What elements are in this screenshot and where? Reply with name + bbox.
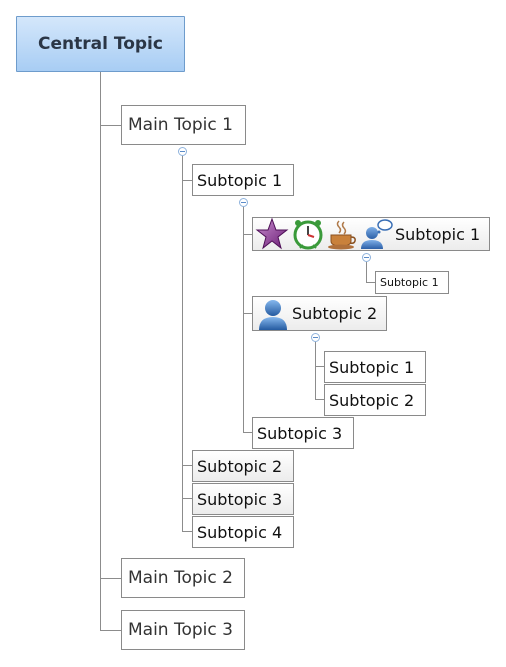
subtopic-2-with-icon[interactable]: Subtopic 2 xyxy=(252,296,387,331)
main-topic-label: Main Topic 1 xyxy=(128,115,233,135)
subtopic-label: Subtopic 3 xyxy=(197,489,283,509)
main-topic-2[interactable]: Main Topic 2 xyxy=(121,558,245,598)
main-topic-label: Main Topic 2 xyxy=(128,568,233,588)
connector-line xyxy=(182,531,192,532)
subtopic-label: Subtopic 2 xyxy=(197,456,283,476)
main-topic-1[interactable]: Main Topic 1 xyxy=(121,105,246,145)
subtopic-1-with-icons[interactable]: Subtopic 1 xyxy=(252,217,490,251)
collapse-toggle[interactable] xyxy=(239,198,248,207)
alarm-clock-icon xyxy=(291,217,323,251)
collapse-toggle[interactable] xyxy=(362,253,371,262)
subtopic-3[interactable]: Subtopic 3 xyxy=(252,417,354,449)
connector-line xyxy=(315,399,324,400)
subtopic-1[interactable]: Subtopic 1 xyxy=(192,164,294,196)
connector-line xyxy=(315,342,316,399)
subtopic-3[interactable]: Subtopic 3 xyxy=(192,483,294,515)
collapse-toggle[interactable] xyxy=(178,147,187,156)
person-icon xyxy=(256,297,288,331)
subtopic-1-small[interactable]: Subtopic 1 xyxy=(375,271,449,294)
subtopic-4[interactable]: Subtopic 4 xyxy=(192,516,294,548)
connector-line xyxy=(100,125,121,126)
connector-line xyxy=(366,262,367,282)
coffee-cup-icon xyxy=(325,217,357,251)
connector-line xyxy=(182,465,192,466)
central-topic[interactable]: Central Topic xyxy=(16,16,185,72)
connector-line xyxy=(100,72,101,630)
subtopic-label: Subtopic 2 xyxy=(292,304,378,323)
subtopic-label: Subtopic 3 xyxy=(257,423,343,443)
main-topic-3[interactable]: Main Topic 3 xyxy=(121,610,245,650)
person-thinking-icon xyxy=(359,217,393,251)
connector-line xyxy=(243,432,252,433)
connector-line xyxy=(182,180,192,181)
subtopic-2[interactable]: Subtopic 2 xyxy=(192,450,294,482)
subtopic-label: Subtopic 1 xyxy=(197,170,283,190)
central-topic-label: Central Topic xyxy=(38,34,163,54)
subtopic-2[interactable]: Subtopic 2 xyxy=(324,384,426,416)
connector-line xyxy=(243,313,252,314)
connector-line xyxy=(182,156,183,531)
connector-line xyxy=(100,630,121,631)
connector-line xyxy=(182,498,192,499)
connector-line xyxy=(243,206,244,432)
subtopic-1[interactable]: Subtopic 1 xyxy=(324,351,426,383)
connector-line xyxy=(243,234,252,235)
main-topic-label: Main Topic 3 xyxy=(128,620,233,640)
subtopic-label: Subtopic 2 xyxy=(329,390,415,410)
connector-line xyxy=(366,282,375,283)
collapse-toggle[interactable] xyxy=(311,333,320,342)
subtopic-label: Subtopic 1 xyxy=(380,276,439,289)
subtopic-label: Subtopic 1 xyxy=(395,224,481,244)
subtopic-label: Subtopic 1 xyxy=(329,357,415,377)
connector-line xyxy=(315,366,324,367)
connector-line xyxy=(100,578,121,579)
subtopic-label: Subtopic 4 xyxy=(197,522,283,542)
star-icon xyxy=(255,217,289,251)
